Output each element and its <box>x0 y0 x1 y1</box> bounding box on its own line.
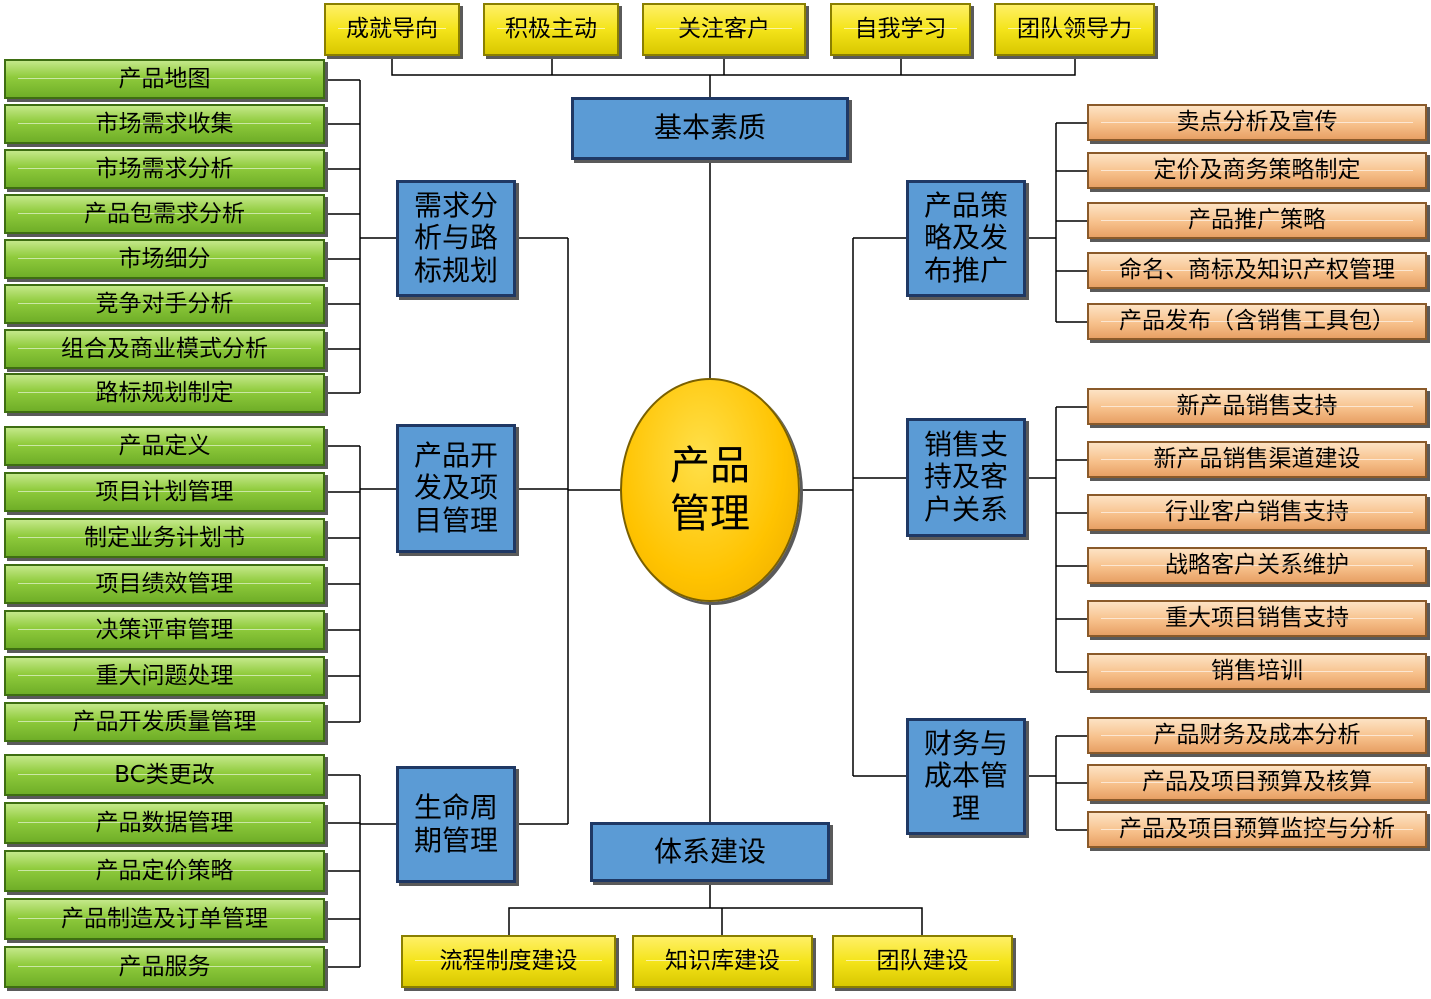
top-item: 关注客户 <box>642 3 806 56</box>
left-2-item: 产品开发质量管理 <box>4 702 325 742</box>
left-2-item: 制定业务计划书 <box>4 518 325 558</box>
top-item: 团队领导力 <box>994 3 1155 56</box>
right-1-item: 产品推广策略 <box>1087 202 1427 239</box>
bottom-item: 团队建设 <box>832 935 1013 988</box>
left-1-item: 路标规划制定 <box>4 373 325 413</box>
right-2-item: 新产品销售支持 <box>1087 388 1427 425</box>
right-branch-2-box: 销售支持及客户关系 <box>906 418 1026 537</box>
right-1-item: 定价及商务策略制定 <box>1087 152 1427 189</box>
left-branch-3-box: 生命周期管理 <box>396 766 516 883</box>
right-branch-1-box: 产品策略及发布推广 <box>906 180 1026 297</box>
right-3-item: 产品及项目预算及核算 <box>1087 764 1427 801</box>
left-2-item: 产品定义 <box>4 426 325 466</box>
left-2-item: 决策评审管理 <box>4 610 325 650</box>
left-1-item: 竞争对手分析 <box>4 284 325 324</box>
right-2-item: 销售培训 <box>1087 653 1427 690</box>
left-branch-1-box: 需求分析与路标规划 <box>396 180 516 297</box>
left-1-item: 市场需求收集 <box>4 104 325 144</box>
left-branch-2-box: 产品开发及项目管理 <box>396 424 516 553</box>
right-1-item: 命名、商标及知识产权管理 <box>1087 252 1427 289</box>
connector-line <box>508 907 923 935</box>
right-2-item: 战略客户关系维护 <box>1087 547 1427 584</box>
top-item: 成就导向 <box>324 3 460 56</box>
left-3-item: 产品数据管理 <box>4 802 325 844</box>
left-2-item: 项目计划管理 <box>4 472 325 512</box>
left-3-item: 产品服务 <box>4 946 325 988</box>
bottom-branch-box: 体系建设 <box>590 822 830 882</box>
left-3-item: 产品定价策略 <box>4 850 325 892</box>
right-1-item: 产品发布（含销售工具包） <box>1087 303 1427 340</box>
top-branch-box: 基本素质 <box>571 97 849 160</box>
right-branch-3-box: 财务与成本管理 <box>906 718 1026 835</box>
left-1-item: 组合及商业模式分析 <box>4 329 325 369</box>
top-item: 自我学习 <box>830 3 971 56</box>
connector-line <box>391 56 1076 76</box>
top-item: 积极主动 <box>483 3 619 56</box>
bottom-item: 知识库建设 <box>632 935 813 988</box>
center-node: 产品管理 <box>620 378 800 602</box>
left-2-item: 项目绩效管理 <box>4 564 325 604</box>
left-1-item: 产品包需求分析 <box>4 194 325 234</box>
right-2-item: 行业客户销售支持 <box>1087 494 1427 531</box>
left-1-item: 产品地图 <box>4 59 325 99</box>
bottom-item: 流程制度建设 <box>401 935 616 988</box>
right-2-item: 新产品销售渠道建设 <box>1087 441 1427 478</box>
left-3-item: 产品制造及订单管理 <box>4 898 325 940</box>
right-1-item: 卖点分析及宣传 <box>1087 104 1427 141</box>
right-2-item: 重大项目销售支持 <box>1087 600 1427 637</box>
left-2-item: 重大问题处理 <box>4 656 325 696</box>
left-1-item: 市场需求分析 <box>4 149 325 189</box>
left-1-item: 市场细分 <box>4 239 325 279</box>
right-3-item: 产品及项目预算监控与分析 <box>1087 811 1427 848</box>
left-3-item: BC类更改 <box>4 754 325 796</box>
right-3-item: 产品财务及成本分析 <box>1087 717 1427 754</box>
